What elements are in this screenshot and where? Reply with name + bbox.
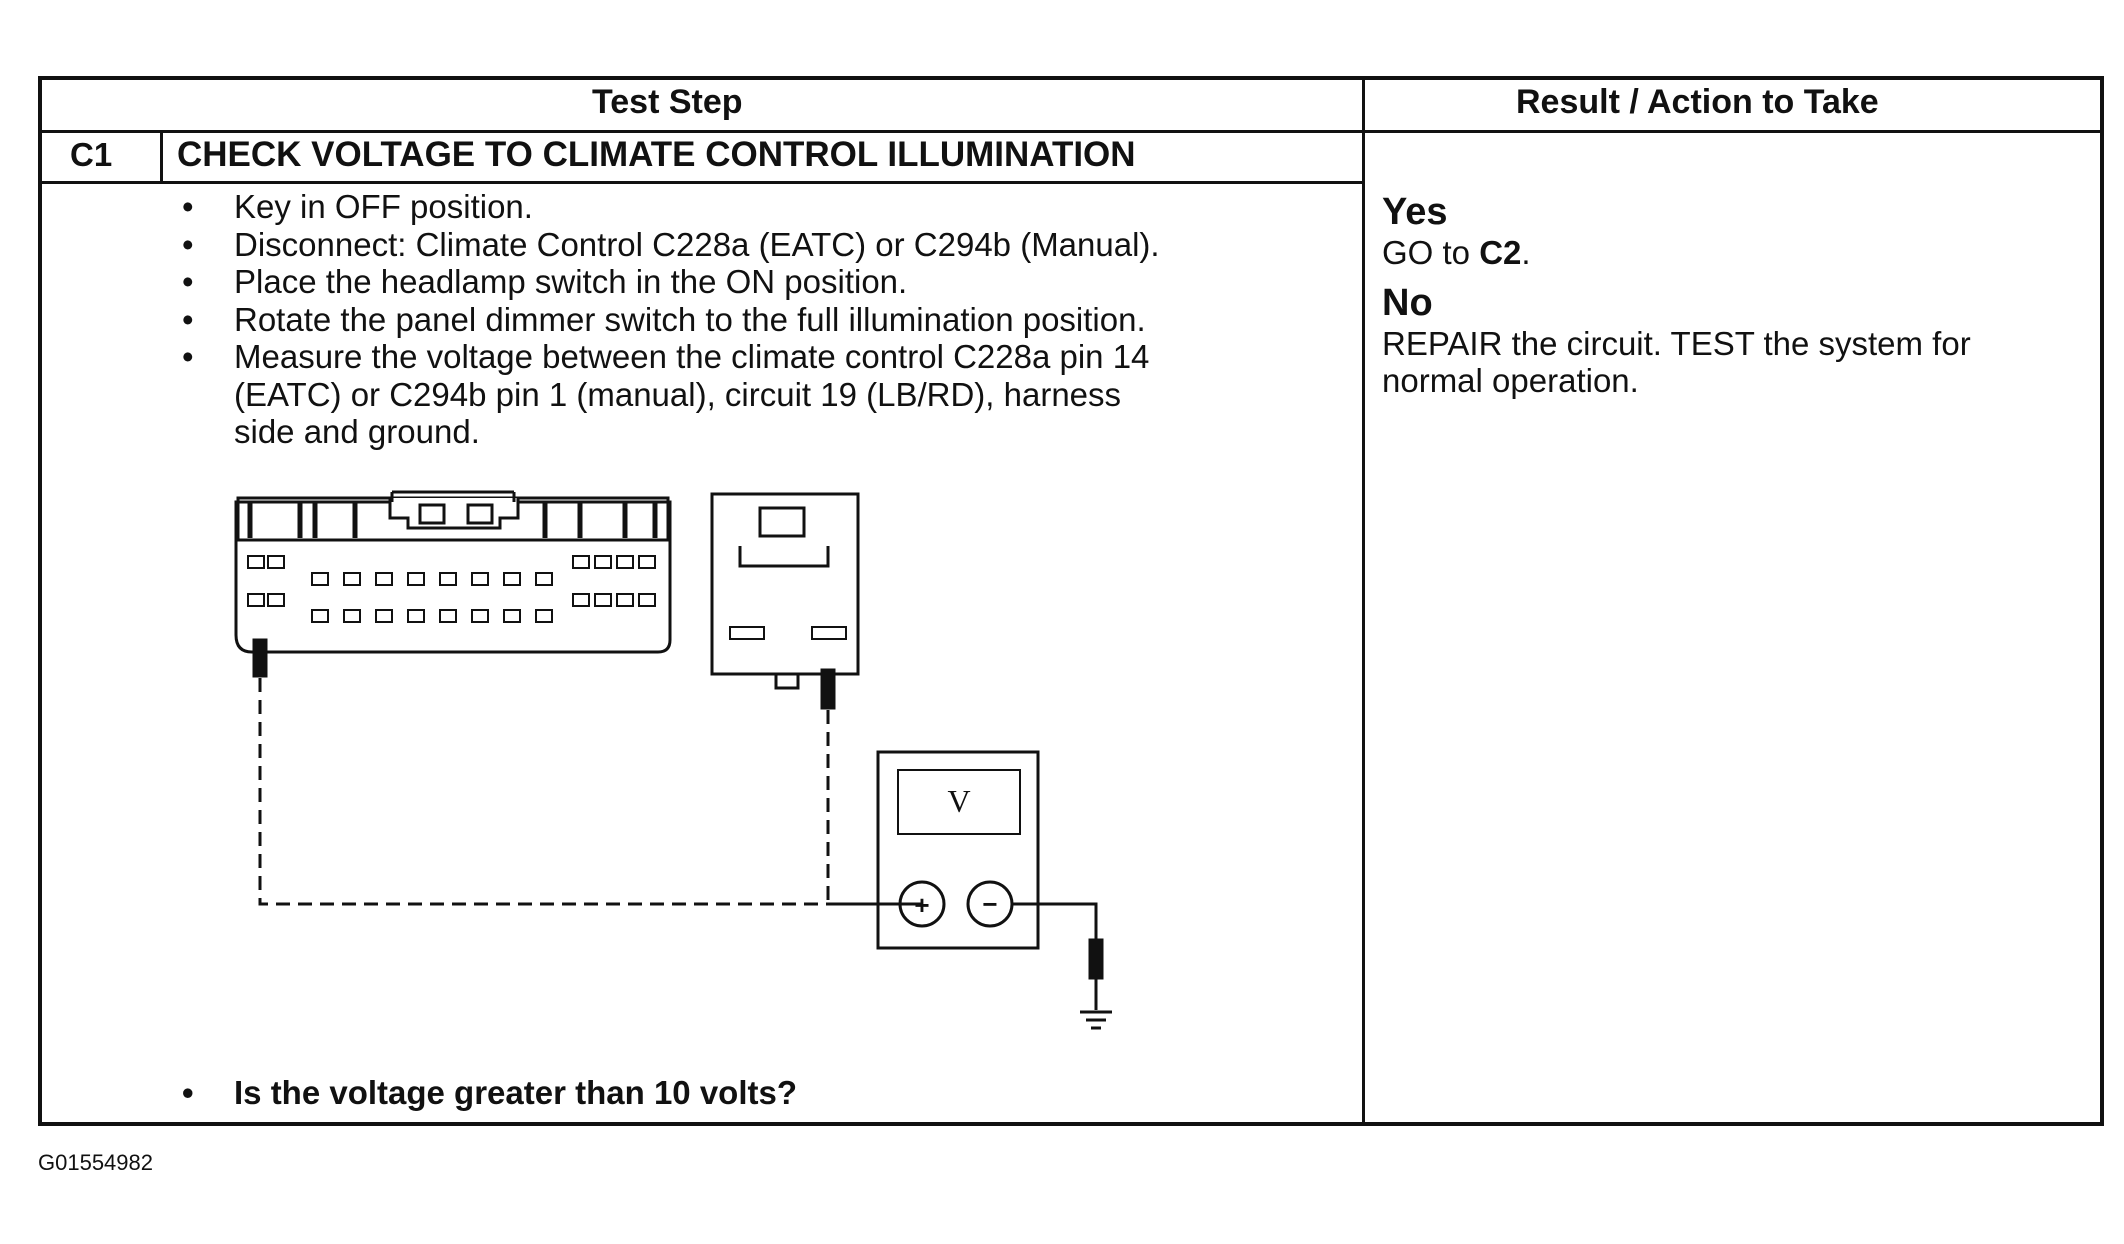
result-action-header: Result / Action to Take <box>1516 83 1879 121</box>
step-question: • Is the voltage greater than 10 volts? <box>182 1074 797 1112</box>
list-item: • Place the headlamp switch in the ON pos… <box>182 263 1160 301</box>
question-text: Is the voltage greater than 10 volts? <box>234 1074 797 1111</box>
figure-id: G01554982 <box>38 1150 153 1175</box>
connector-c228a-icon <box>234 490 672 654</box>
bullet-icon: • <box>182 263 194 300</box>
voltmeter-icon <box>876 750 1112 1030</box>
instruction-text: Place the headlamp switch in the ON posi… <box>234 263 908 300</box>
result-panel: Yes GO to C2. No REPAIR the circuit. TES… <box>1382 190 2102 399</box>
list-item: • Measure the voltage between the climate… <box>182 338 1160 451</box>
minus-symbol: − <box>982 889 997 919</box>
step-id-divider <box>160 130 163 183</box>
list-item: • Rotate the panel dimmer switch to the f… <box>182 301 1160 339</box>
test-step-header: Test Step <box>592 83 743 121</box>
step-id: C1 <box>70 136 113 173</box>
list-item: • Disconnect: Climate Control C228a (EATC… <box>182 226 1160 264</box>
header-divider <box>42 130 2104 133</box>
step-instructions: • Key in OFF position. • Disconnect: Clima… <box>182 188 1160 451</box>
ground-symbol-icon <box>1080 978 1112 1030</box>
instruction-text: Key in OFF position. <box>234 188 533 225</box>
yes-action-suffix: . <box>1521 234 1531 271</box>
step-title: CHECK VOLTAGE TO CLIMATE CONTROL ILLUMIN… <box>177 135 1136 174</box>
test-probe-icon <box>252 638 1104 980</box>
bullet-icon: • <box>182 1074 194 1111</box>
test-step-table: Test Step Result / Action to Take C1 CHE… <box>38 76 2104 1126</box>
bullet-icon: • <box>182 338 194 375</box>
instruction-text: Rotate the panel dimmer switch to the fu… <box>234 300 1146 338</box>
list-item: • Key in OFF position. <box>182 188 1160 226</box>
yes-label: Yes <box>1382 191 1448 233</box>
plus-symbol: + <box>914 890 929 920</box>
connector-c294b-icon <box>710 492 860 690</box>
step-title-divider <box>42 181 1362 184</box>
meter-symbol: V <box>947 783 970 819</box>
bullet-icon: • <box>182 188 194 225</box>
no-action: REPAIR the circuit. TEST the system for … <box>1382 325 1971 399</box>
instruction-text: Disconnect: Climate Control C228a (EATC)… <box>234 225 1160 263</box>
bullet-icon: • <box>182 300 194 338</box>
bullet-icon: • <box>182 225 194 263</box>
yes-action: GO to C2. <box>1382 234 2102 271</box>
yes-action-text: GO to <box>1382 234 1480 271</box>
column-divider <box>1362 80 1365 1126</box>
no-label: No <box>1382 282 1433 324</box>
instruction-text: Measure the voltage between the climate … <box>234 338 1150 450</box>
yes-action-target: C2 <box>1479 234 1522 271</box>
